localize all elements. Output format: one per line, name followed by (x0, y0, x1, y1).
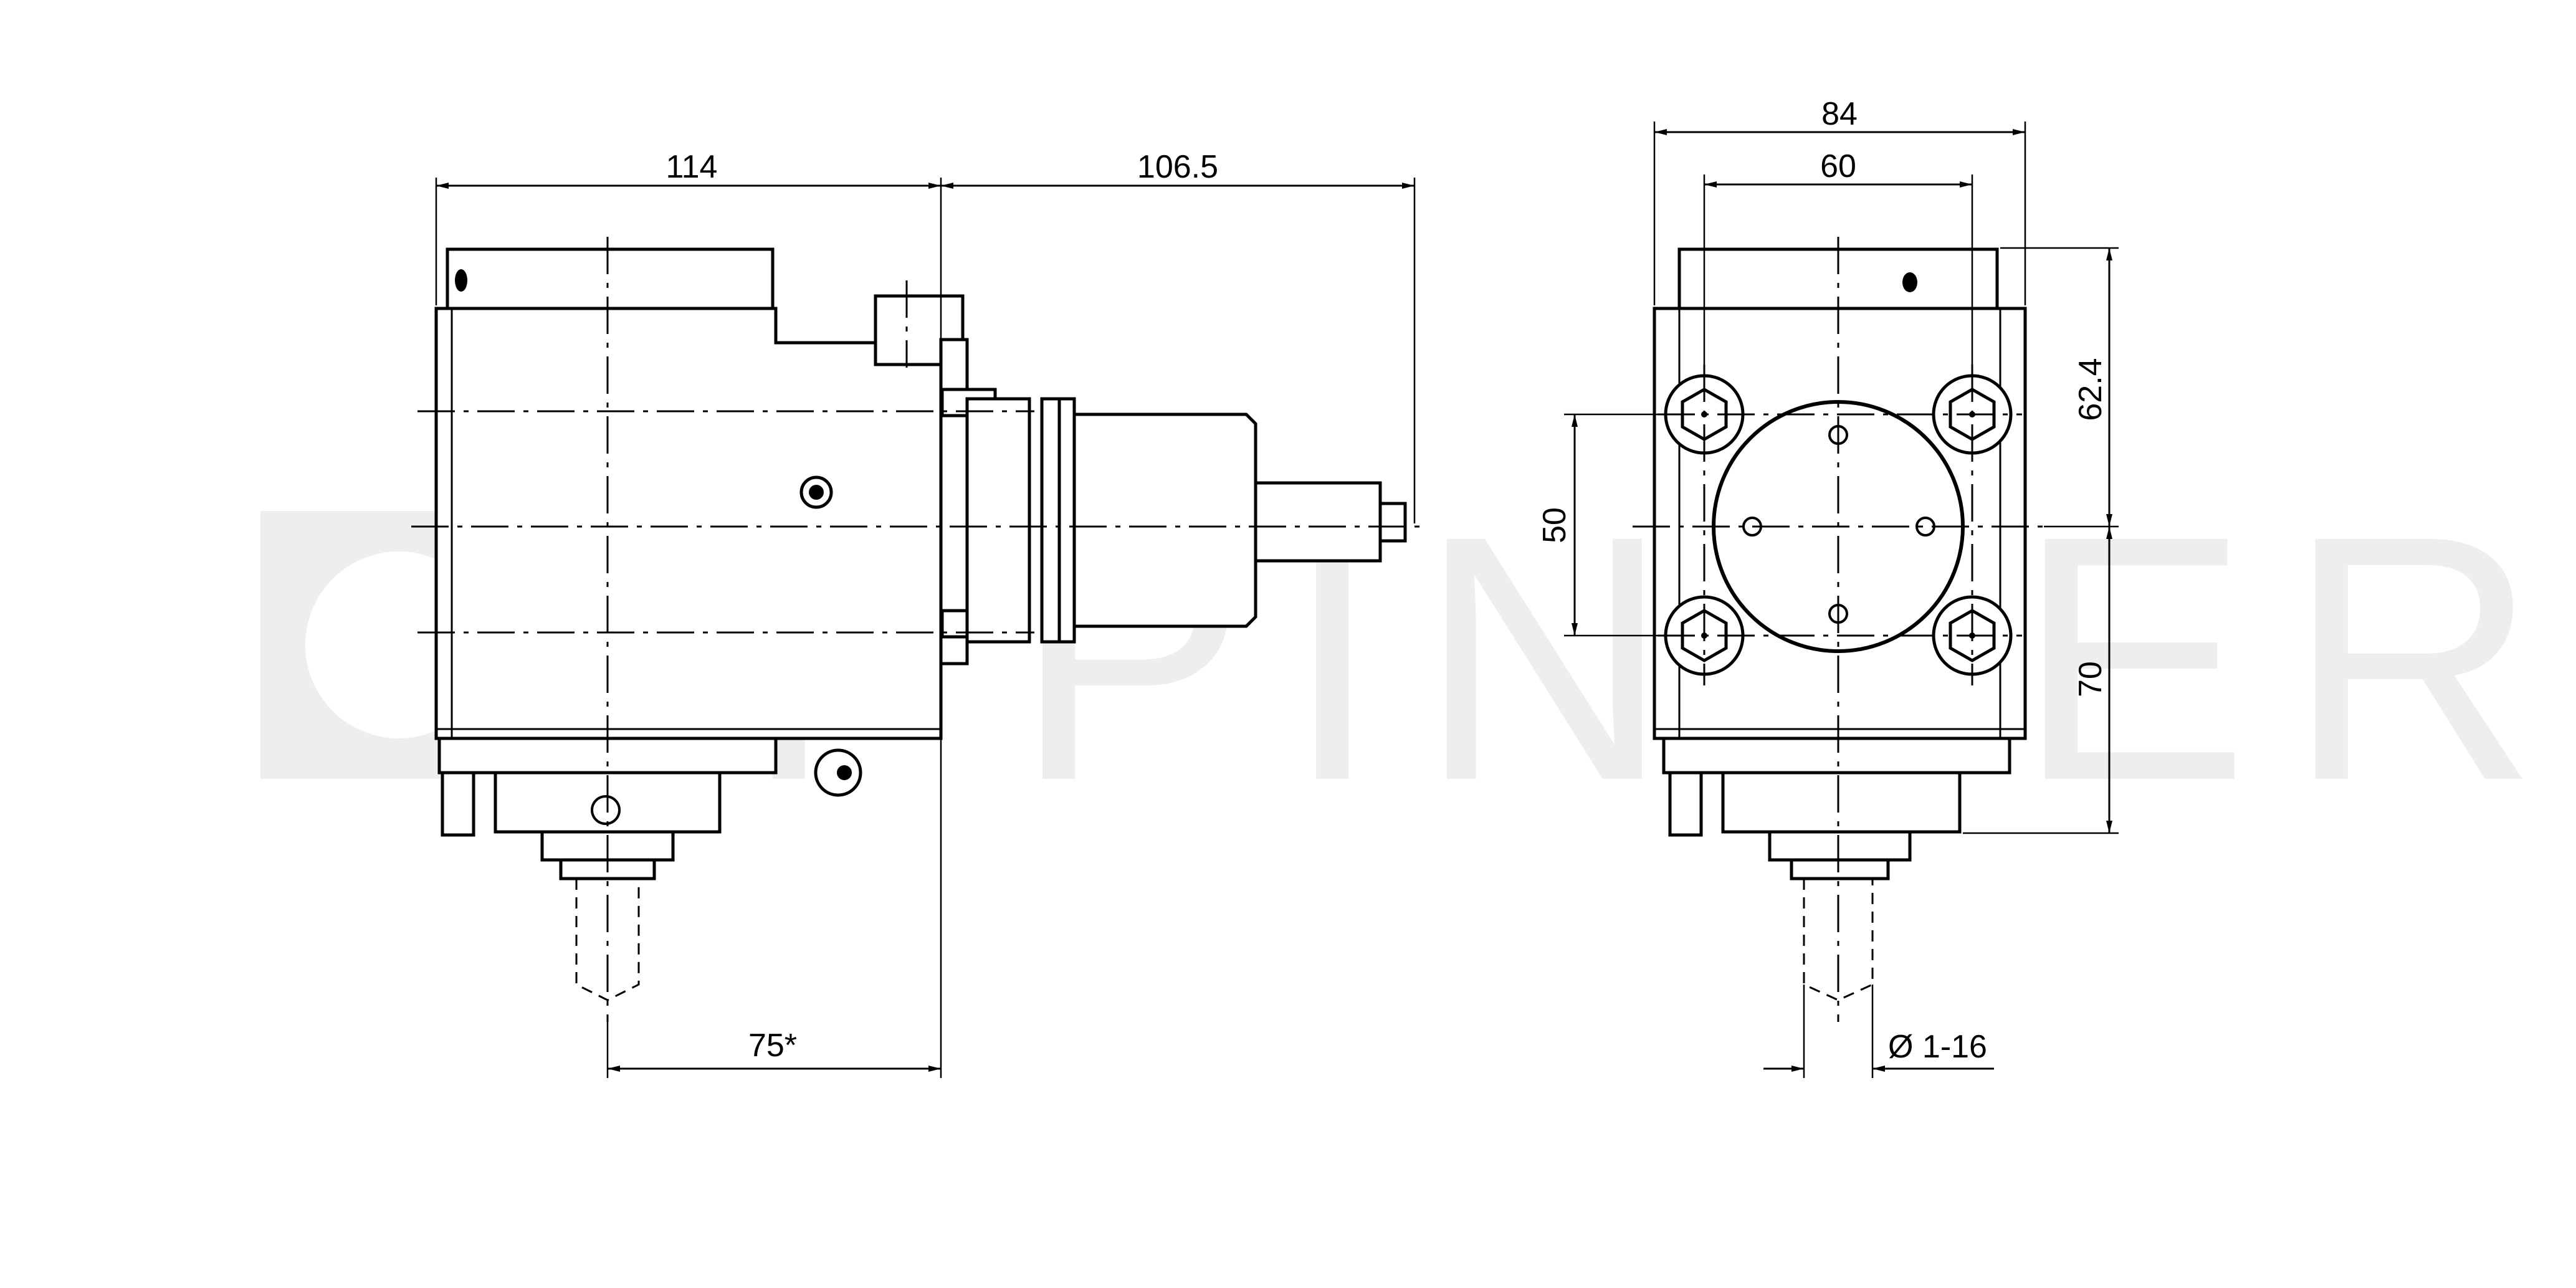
front-collet (1790, 858, 1890, 880)
side-dimensions: 114 106.5 75* (435, 149, 1416, 1078)
side-spindle-housing (1072, 413, 1257, 628)
dim-label-75: 75* (748, 1028, 797, 1064)
front-tool-outline (1803, 879, 1874, 1001)
dim-label-106-5: 106.5 (1137, 149, 1218, 185)
side-top-cap (446, 247, 775, 310)
side-collar (965, 397, 1031, 644)
side-shaft-tip (1378, 502, 1407, 543)
side-screw-head (591, 795, 621, 825)
front-tool-flange (1721, 771, 1962, 834)
front-clamp-screw (1668, 771, 1703, 837)
dim-label-114: 114 (666, 149, 718, 185)
side-ring-2 (1057, 397, 1076, 644)
front-bottom-plate (1662, 737, 2011, 775)
side-tool-outline (575, 879, 640, 1001)
side-body-plug-center (809, 485, 824, 500)
dim-label-84: 84 (1821, 96, 1858, 132)
side-main-body (434, 307, 943, 740)
dim-label-50: 50 (1537, 507, 1573, 543)
front-cap-hole (1902, 272, 1917, 292)
dim-label-60: 60 (1820, 148, 1856, 184)
side-coolant-fitting-center (837, 765, 852, 780)
front-nut (1768, 830, 1912, 862)
front-view (1633, 237, 2044, 1022)
dim-label-70: 70 (2073, 661, 2109, 697)
side-shaft (1254, 481, 1382, 563)
dim-label-62-4: 62.4 (2073, 358, 2109, 421)
side-cap-hole (455, 269, 467, 292)
side-clamp-screw (441, 771, 475, 837)
front-dimensions: 84 60 62.4 70 50 Ø 1-16 (1537, 96, 2119, 1078)
dim-label-diameter: Ø 1-16 (1888, 1029, 1987, 1065)
